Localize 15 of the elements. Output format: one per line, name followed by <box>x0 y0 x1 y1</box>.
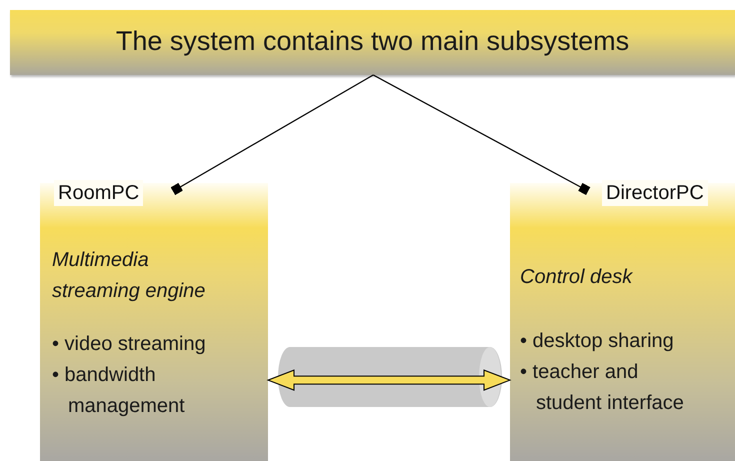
connector-line <box>170 74 374 196</box>
connector-line <box>372 74 590 196</box>
subsystem-panel <box>40 183 268 461</box>
panel-subtitle: Control desk <box>520 265 634 290</box>
title-banner <box>10 10 735 75</box>
panel-heading: DirectorPC <box>602 180 708 206</box>
bullet-item: • teacher and student interface <box>520 360 685 416</box>
bullet-item: • desktop sharing <box>520 329 675 354</box>
double-arrow <box>266 369 512 391</box>
panel-subtitle: Multimedia streaming engine <box>52 248 206 304</box>
panel-heading: RoomPC <box>54 180 144 206</box>
title-text: The system contains two main subsystems <box>114 26 630 57</box>
bullet-item: • bandwidth management <box>52 363 186 419</box>
bullet-item: • video streaming <box>52 332 207 357</box>
subsystem-panel <box>510 183 735 461</box>
